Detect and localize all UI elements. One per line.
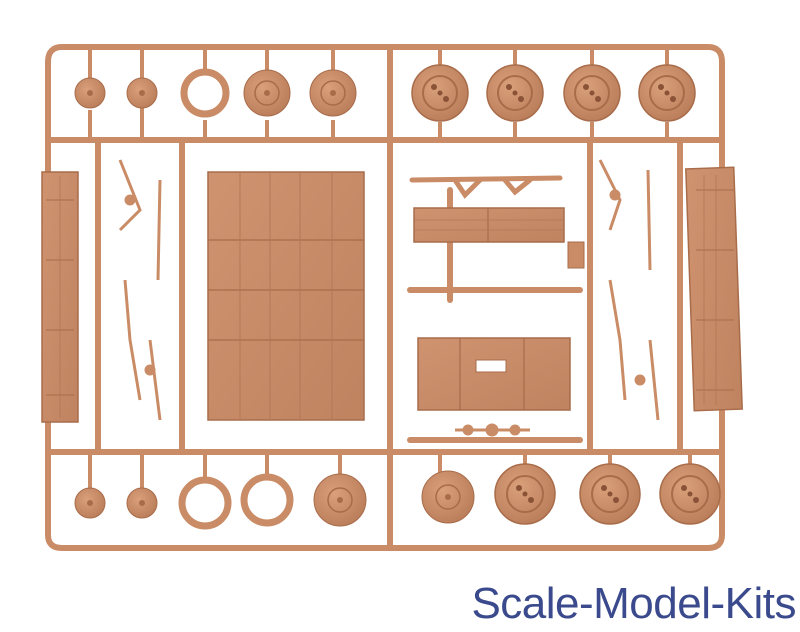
wheel-row-bottom — [74, 463, 721, 530]
leaf-springs-right — [598, 159, 660, 421]
leaf-springs-left — [118, 159, 162, 421]
spoked-wheel — [659, 463, 721, 525]
spoked-wheel — [486, 64, 544, 122]
side-panel-upper — [413, 207, 565, 243]
side-board-right — [685, 166, 743, 412]
sprue-frame — [45, 44, 725, 551]
small-part-tree — [455, 423, 530, 437]
tyre-ring — [240, 473, 294, 527]
spoked-wheel — [579, 463, 641, 525]
spoked-wheel — [494, 463, 556, 525]
axle-beam — [409, 175, 563, 199]
wheel-row-top — [74, 64, 696, 122]
cab-rear-panel — [417, 337, 571, 411]
bracket-part — [567, 241, 585, 269]
spoked-wheel — [563, 64, 621, 122]
sprue-gates — [88, 47, 692, 490]
watermark-text: Scale-Model-Kits — [471, 579, 796, 628]
tyre-ring — [180, 68, 230, 118]
tyre-ring — [178, 476, 232, 530]
cargo-bed-floor — [207, 171, 365, 421]
spoked-wheel — [638, 64, 696, 122]
side-board-left — [41, 171, 79, 423]
spoked-wheel — [411, 64, 469, 122]
